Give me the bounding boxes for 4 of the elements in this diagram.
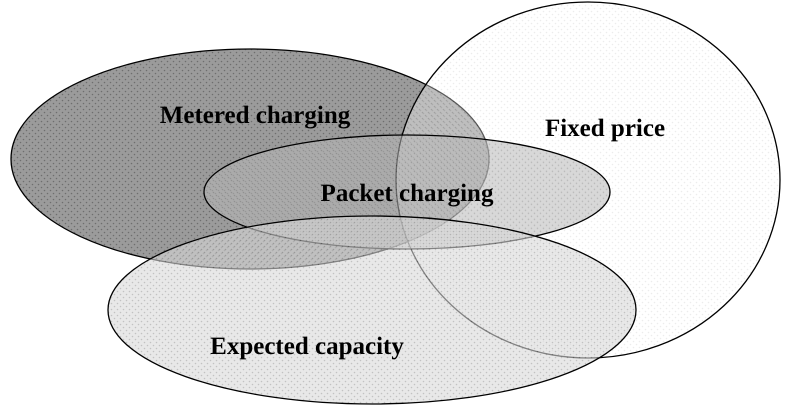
ellipse-label: Packet charging [320,180,494,208]
ellipse-label: Metered charging [160,102,350,130]
ellipse-label: Fixed price [544,115,666,143]
ellipse-label: Expected capacity [210,333,404,361]
